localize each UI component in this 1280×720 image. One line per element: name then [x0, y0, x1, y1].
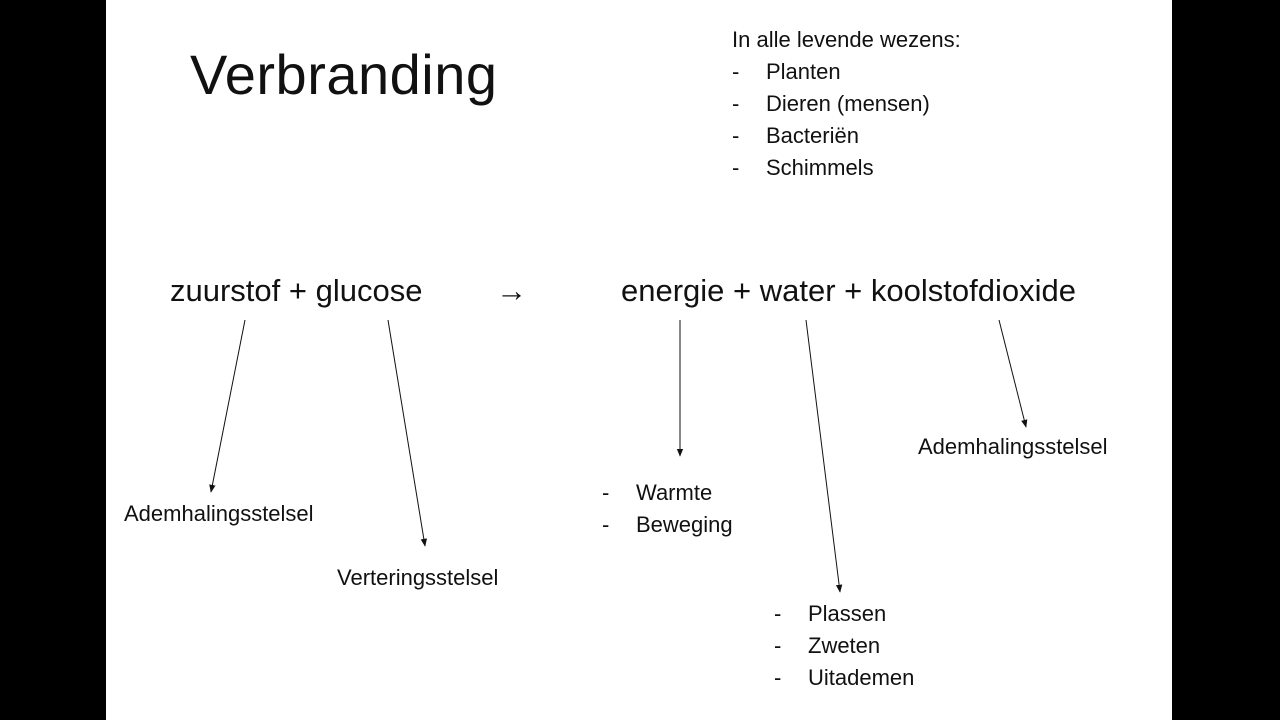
water-routes-list: -Plassen -Zweten -Uitademen	[774, 598, 914, 694]
organisms-heading: In alle levende wezens:	[732, 27, 961, 52]
arrow-oxygen-to-ademhaling	[209, 319, 246, 493]
label-co2-ademhalingsstelsel: Ademhalingsstelsel	[918, 434, 1108, 459]
list-item: -Planten	[732, 59, 841, 84]
slide: Verbranding In alle levende wezens: -Pla…	[106, 0, 1172, 720]
list-item: -Zweten	[774, 633, 881, 658]
list-item: -Schimmels	[732, 155, 874, 180]
connector-arrows	[209, 319, 1028, 593]
arrow-water-to-routes	[805, 319, 843, 593]
organisms-list: In alle levende wezens: -Planten -Dieren…	[732, 24, 961, 184]
equation-products: energie + water + koolstofdioxide	[621, 273, 1076, 308]
list-item: -Dieren (mensen)	[732, 91, 930, 116]
list-item: -Warmte	[602, 480, 713, 505]
reaction-arrow-icon: →	[496, 273, 527, 308]
list-item: -Uitademen	[774, 665, 915, 690]
list-item: -Plassen	[774, 601, 887, 626]
label-oxygen-ademhalingsstelsel: Ademhalingsstelsel	[124, 501, 314, 526]
list-item: -Bacteriën	[732, 123, 859, 148]
arrow-glucose-to-vertering	[387, 319, 427, 547]
list-item: -Beweging	[602, 512, 733, 537]
slide-title: Verbranding	[190, 43, 498, 106]
label-verteringsstelsel: Verteringsstelsel	[337, 565, 499, 590]
equation-reactants: zuurstof + glucose	[170, 273, 423, 308]
arrow-co2-to-ademhaling	[998, 319, 1028, 428]
energy-forms-list: -Warmte -Beweging	[602, 477, 733, 541]
